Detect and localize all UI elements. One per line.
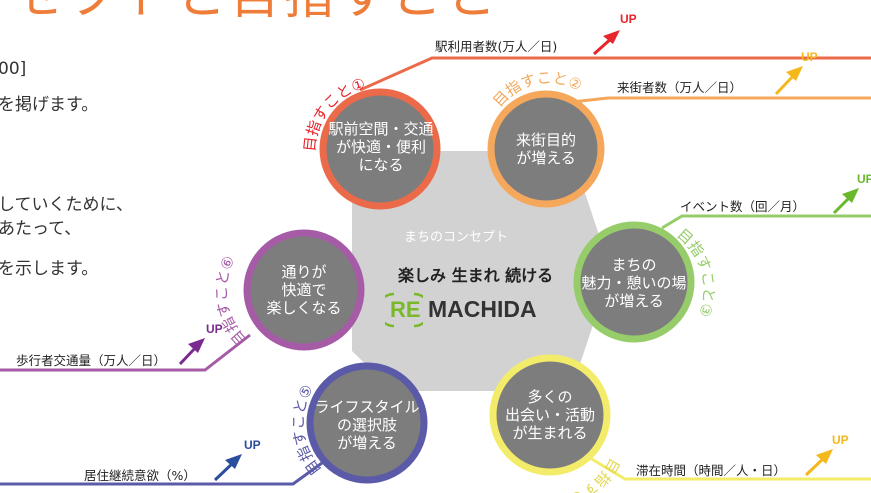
metric-label-1: 駅利用者数(万人／日) [435,39,558,54]
goal-circle-1 [319,88,441,210]
brand-re: RE [390,297,421,322]
goal-circle-2 [487,90,605,208]
up-label: UP [857,172,871,186]
up-arrow-icon [213,454,242,482]
up-label: UP [206,322,223,336]
goal-text-4: 多くの出会い・活動が生まれる [504,388,595,442]
goal-text-1: 駅前空間・交通が快適・便利になる [328,120,434,174]
page-title: ンセプトと目指すこと [0,0,500,26]
goal-circle-5 [306,362,428,484]
up-arrow-icon [804,449,833,477]
goal-text-5: ライフスタイルの選択肢が増える [314,398,420,452]
up-arrow-icon [832,188,859,215]
metric-line-6 [0,333,251,372]
up-label: UP [244,438,261,452]
metric-label-6: 歩行者交通量（万人／日） [16,353,167,368]
goal-circle-3 [573,221,695,343]
body-text-line: あたって、 [0,219,82,239]
goal-text-3: まちの魅力・憩いの場が増える [581,256,687,310]
re-logo-mark: RE [385,291,423,329]
metric-line-5 [0,453,334,486]
metric-label-5: 居住継続意欲（%） [84,468,196,483]
brand-name: MACHIDA [428,296,537,322]
up-label: UP [832,433,849,447]
center-hexagon [352,151,611,391]
goal-circle-6 [243,229,365,351]
goal-text-2: 来街目的が増える [515,131,576,167]
slogan: 楽しみ 生まれ 続ける [398,266,554,285]
metric-label-4: 滞在時間（時間／人・日） [636,463,787,478]
concept-label: まちのコンセプト [404,230,509,245]
body-text-line: していくために、 [0,195,133,215]
up-arrow-icon [592,30,620,56]
goal-text-6: 通りが快適で楽しくなる [266,263,342,317]
up-label: UP [801,50,818,64]
metric-label-2: 来街者数（万人／日） [617,80,743,95]
metric-line-3 [661,214,871,230]
metric-line-4 [589,456,871,481]
up-label: UP [620,12,637,26]
metric-label-3: イベント数（回／月） [680,199,806,214]
body-text-line: 00] [0,59,27,79]
body-text-line: を示します。 [0,259,99,279]
goal-circle-4 [489,354,611,476]
body-text-line: を掲げます。 [0,95,99,115]
up-arrow-icon [178,338,205,366]
metric-line-2 [544,96,871,107]
metric-line-1 [359,56,871,92]
up-arrow-icon [774,66,803,96]
